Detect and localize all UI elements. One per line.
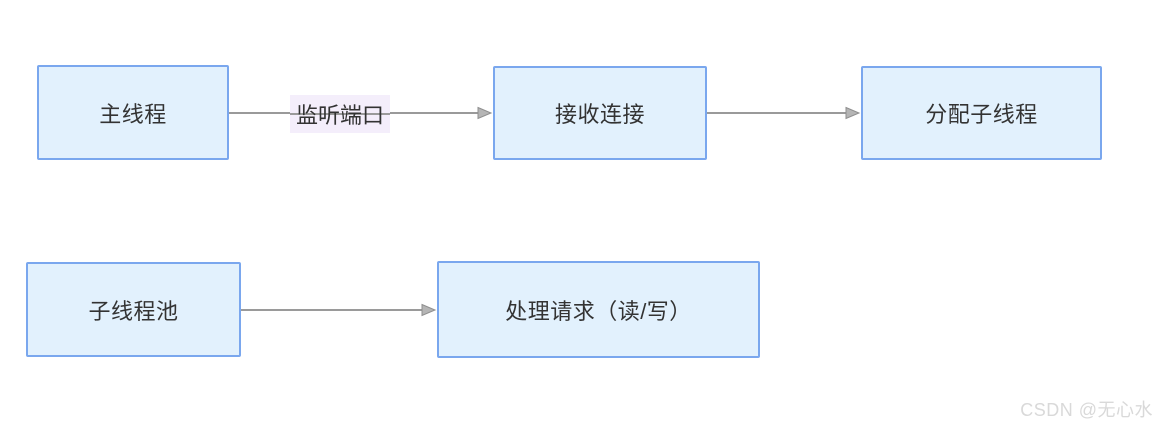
arrowhead-icon (421, 303, 437, 317)
watermark: CSDN @无心水 (1020, 400, 1153, 420)
node-assign-subthread: 分配子线程 (861, 66, 1102, 160)
node-label: 处理请求（读/写） (505, 298, 692, 324)
arrowhead-icon (477, 106, 493, 120)
node-main-thread: 主线程 (37, 65, 229, 160)
node-subthread-pool: 子线程池 (26, 262, 241, 357)
node-handle-request: 处理请求（读/写） (437, 261, 760, 358)
edge-label-text: 监听端口 (295, 103, 384, 128)
arrowhead-icon (845, 106, 861, 120)
node-label: 分配子线程 (925, 102, 1038, 127)
node-label: 接收连接 (554, 102, 645, 127)
edge-pool-to-handle (241, 303, 437, 317)
edge-accept-to-assign (707, 106, 861, 120)
node-accept-connection: 接收连接 (493, 66, 707, 160)
node-label: 子线程池 (88, 298, 179, 324)
edge-label-listen-port: 监听端口 (290, 95, 390, 133)
node-label: 主线程 (99, 101, 167, 127)
